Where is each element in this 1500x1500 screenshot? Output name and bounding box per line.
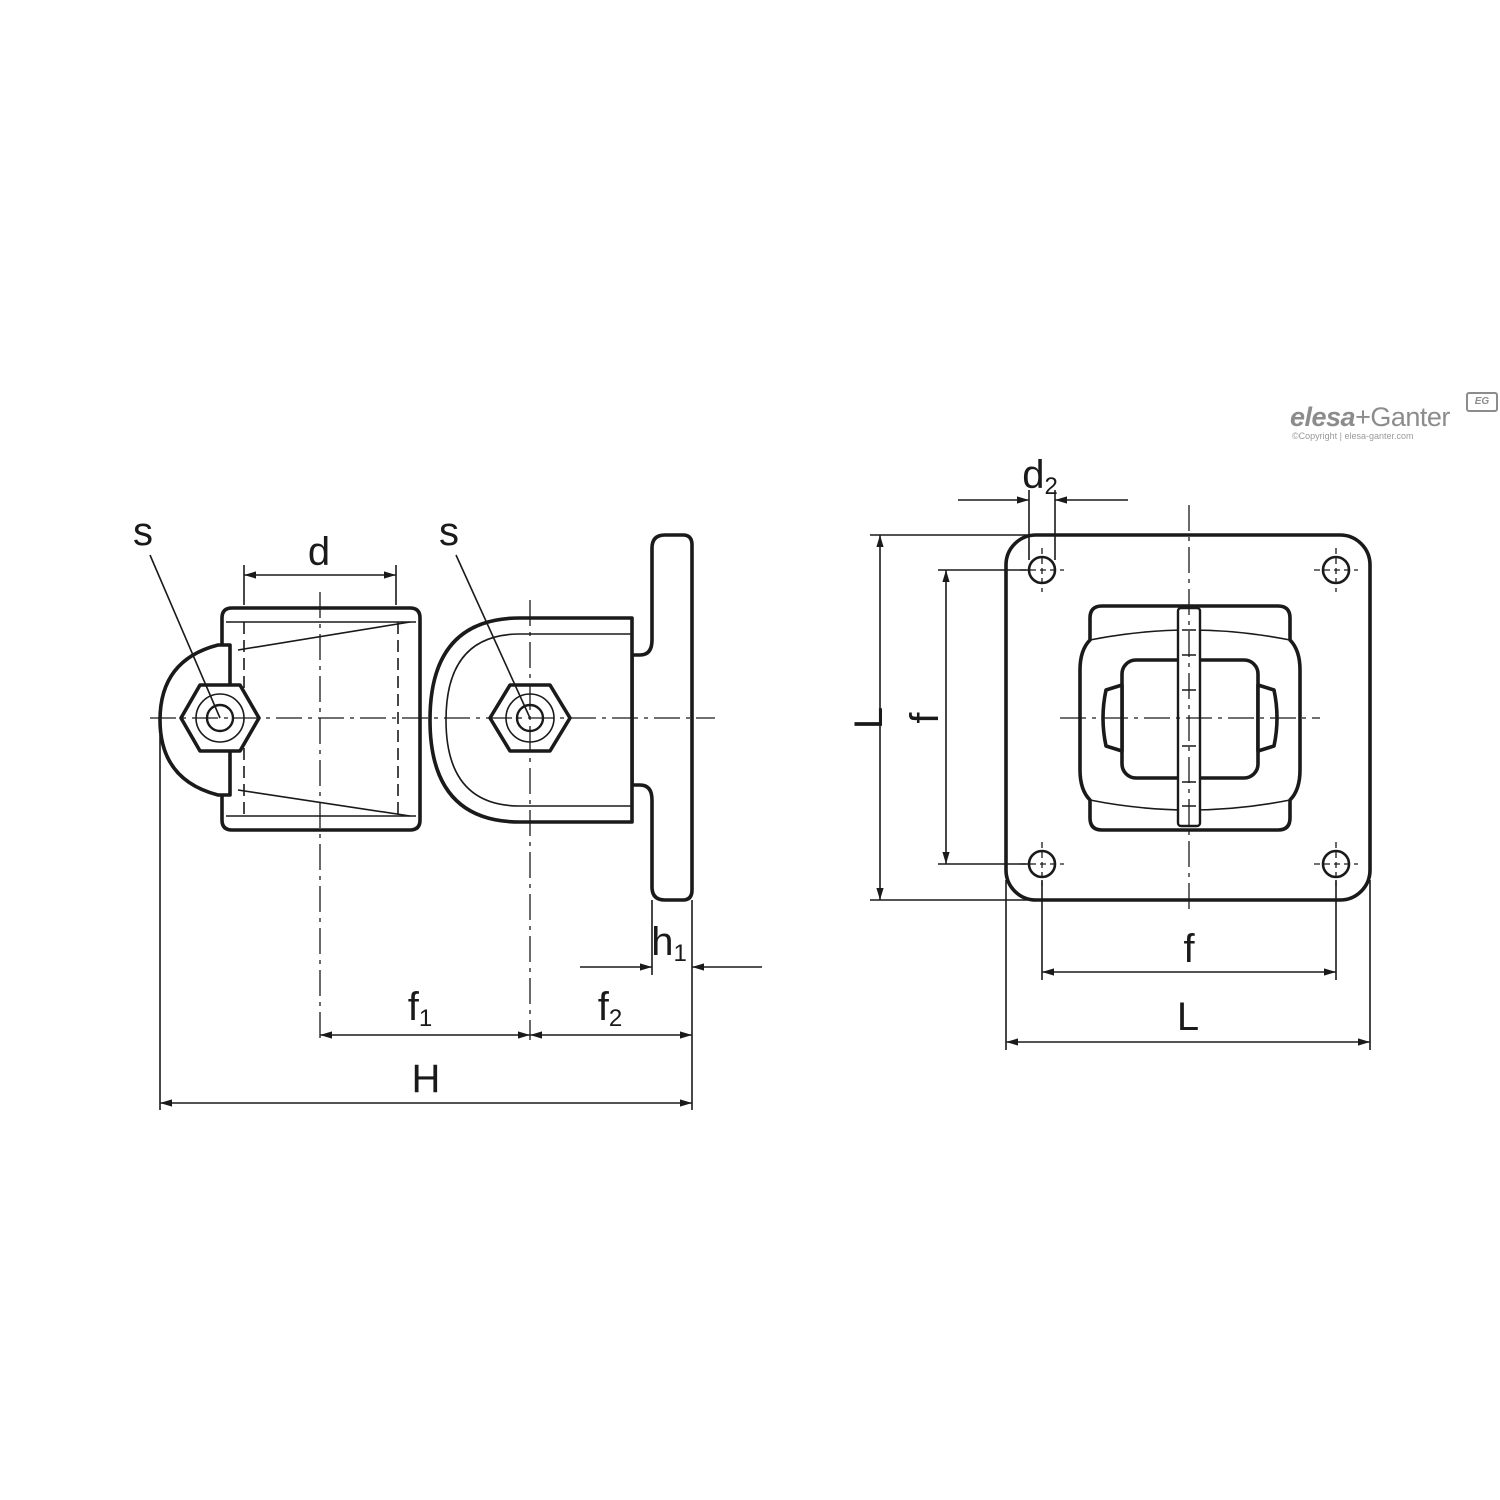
clamp-body-arc [445,633,521,807]
sleeve-taper-top [237,621,411,651]
label-f2: f2 [598,985,622,1032]
brand-badge-icon: EG [1466,392,1498,412]
front-view: d2 L f f L [847,453,1372,1050]
label-L-horizontal: L [1177,995,1199,1039]
label-H: H [412,1057,441,1101]
label-h1: h1 [651,920,687,967]
tube-sleeve [220,606,422,832]
side-view: s s d f1 f2 H h1 [133,510,762,1110]
hole-centers [1020,548,1358,886]
label-f-vertical: f [903,712,947,724]
label-d: d [308,530,330,574]
label-L-vertical: L [847,707,891,729]
brand-copyright: ©Copyright | elesa-ganter.com [1292,431,1414,441]
label-s-left: s [133,510,153,554]
leader-s-left [149,554,221,719]
brand-logo: elesa+Ganter EG ©Copyright | elesa-gante… [1290,392,1500,444]
clamp-body-inner [520,633,632,807]
side-boss-right [1256,683,1279,753]
sleeve-taper-bottom [237,789,411,817]
label-f1: f1 [408,985,432,1032]
brand-name: elesa+Ganter [1290,402,1450,432]
label-f-horizontal: f [1183,927,1195,971]
label-s-right: s [439,510,459,554]
leader-s-right [455,554,531,719]
label-d2: d2 [1022,453,1058,500]
